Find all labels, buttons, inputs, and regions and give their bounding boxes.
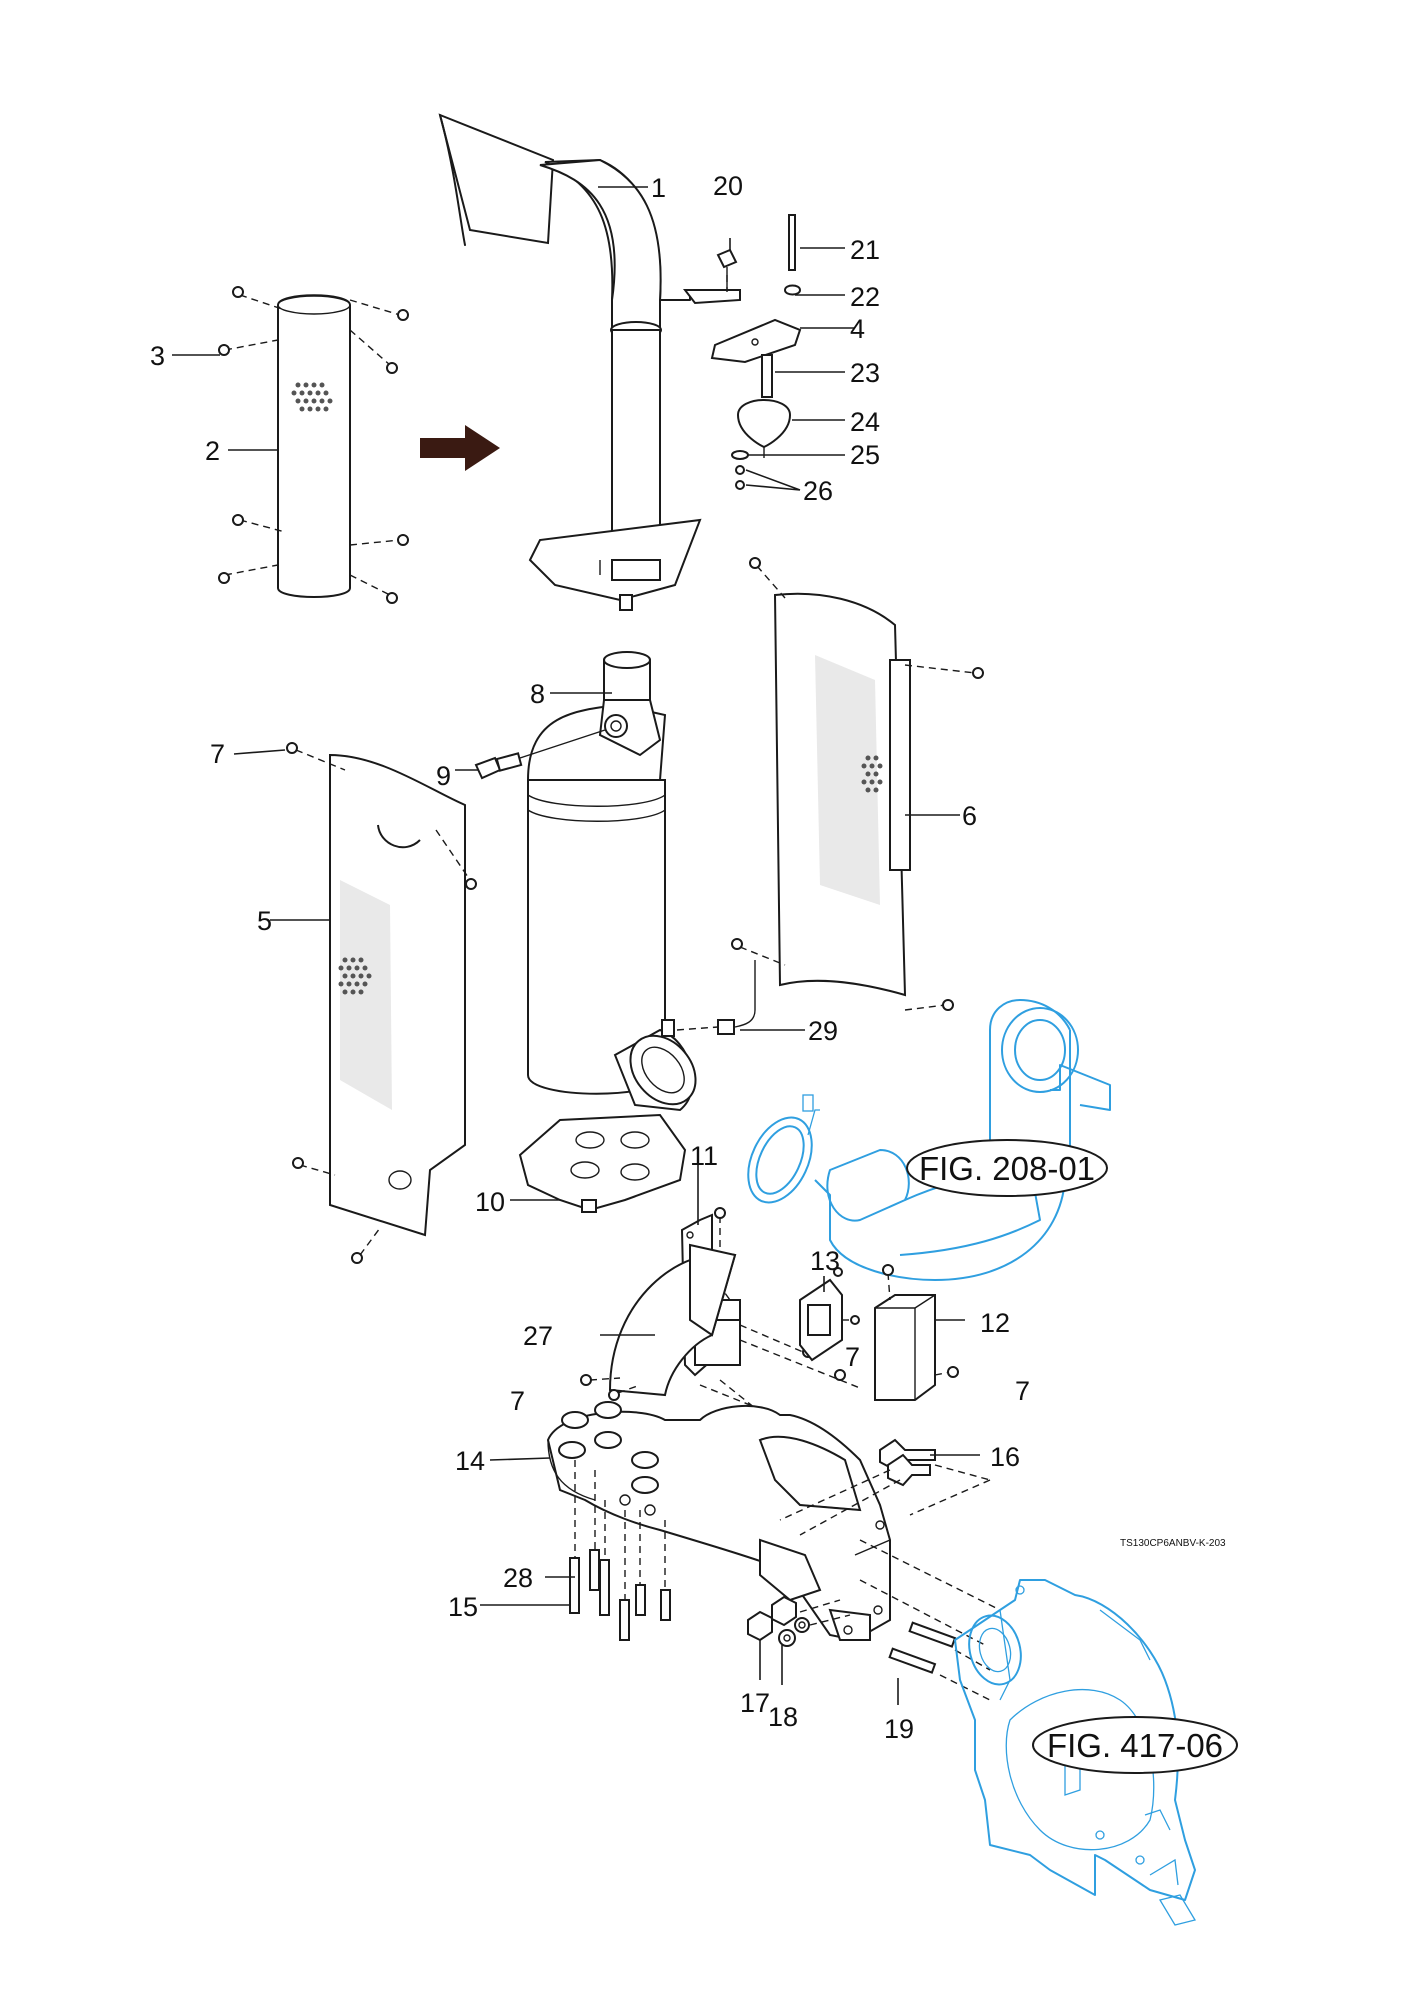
callout-23: 23 bbox=[850, 358, 880, 388]
hanger-assembly bbox=[710, 214, 802, 490]
callout-18: 18 bbox=[768, 1702, 798, 1732]
callout-10: 10 bbox=[475, 1187, 505, 1217]
callout-labels: 1 2 3 4 5 6 7 7 7 7 8 9 10 11 12 13 14 1… bbox=[150, 171, 1030, 1744]
support-bracket-part-14 bbox=[546, 1401, 891, 1642]
callout-14: 14 bbox=[455, 1446, 485, 1476]
callout-7d: 7 bbox=[510, 1386, 525, 1416]
nuts-part-17-18 bbox=[747, 1595, 851, 1647]
figure-ref-208-01-label: FIG. 208-01 bbox=[919, 1150, 1095, 1187]
heat-shield-part-5 bbox=[286, 742, 477, 1264]
callout-6: 6 bbox=[962, 801, 977, 831]
callout-20: 20 bbox=[713, 171, 743, 201]
sensor-part-29 bbox=[676, 960, 756, 1035]
heat-guard-part-2 bbox=[218, 286, 409, 604]
callout-22: 22 bbox=[850, 282, 880, 312]
tail-pipe-part-1 bbox=[438, 113, 741, 611]
control-box-part-12 bbox=[874, 1264, 959, 1401]
callout-11: 11 bbox=[690, 1141, 718, 1171]
callout-8: 8 bbox=[530, 679, 545, 709]
callout-26: 26 bbox=[803, 476, 833, 506]
figure-ref-208-01: FIG. 208-01 bbox=[906, 1139, 1108, 1197]
callout-19: 19 bbox=[884, 1714, 914, 1744]
studs-part-19 bbox=[859, 1539, 1001, 1701]
heat-shield-part-6 bbox=[731, 557, 984, 1011]
pressure-sensor-part-13 bbox=[799, 1267, 860, 1362]
callout-13: 13 bbox=[810, 1246, 840, 1276]
callout-7b: 7 bbox=[845, 1342, 860, 1372]
direction-arrow bbox=[420, 425, 500, 471]
callout-21: 21 bbox=[850, 235, 880, 265]
callout-1: 1 bbox=[651, 173, 666, 203]
fig-208-01-reference-pipe bbox=[747, 999, 1111, 1281]
mounting-plate-part-10 bbox=[518, 1113, 687, 1213]
callout-3: 3 bbox=[150, 341, 165, 371]
callout-29: 29 bbox=[808, 1016, 838, 1046]
muffler-body-part-8 bbox=[526, 651, 697, 1112]
callout-24: 24 bbox=[850, 407, 880, 437]
callout-25: 25 bbox=[850, 440, 880, 470]
drawing-code: TS130CP6ANBV-K-203 bbox=[1120, 1538, 1226, 1549]
callout-16: 16 bbox=[990, 1442, 1020, 1472]
callout-12: 12 bbox=[980, 1308, 1010, 1338]
callout-9: 9 bbox=[436, 761, 451, 791]
sensor-part-9 bbox=[474, 729, 606, 780]
callout-15: 15 bbox=[448, 1592, 478, 1622]
bolts-part-15-28 bbox=[569, 1460, 671, 1641]
figure-ref-417-06: FIG. 417-06 bbox=[1032, 1716, 1238, 1774]
cover-part-27 bbox=[580, 1243, 737, 1401]
callout-4: 4 bbox=[850, 314, 865, 344]
bolts-part-16 bbox=[779, 1438, 991, 1536]
leader-lines bbox=[172, 186, 980, 1705]
callout-5: 5 bbox=[257, 906, 272, 936]
figure-ref-417-06-label: FIG. 417-06 bbox=[1047, 1727, 1223, 1764]
callout-2: 2 bbox=[205, 436, 220, 466]
callout-28: 28 bbox=[503, 1563, 533, 1593]
callout-7a: 7 bbox=[210, 739, 225, 769]
callout-27: 27 bbox=[523, 1321, 553, 1351]
callout-7c: 7 bbox=[1015, 1376, 1030, 1406]
callout-17: 17 bbox=[740, 1688, 770, 1718]
